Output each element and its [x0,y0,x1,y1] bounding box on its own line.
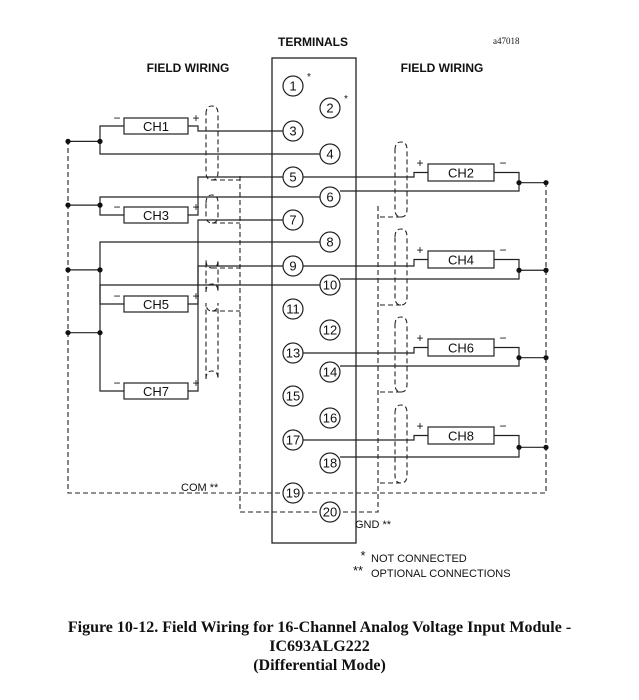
terminal-12: 12 [319,319,341,341]
figure-id: a47018 [493,36,520,46]
channel-ch7: CH7 [123,382,189,400]
terminal-2-asterisk: * [344,94,348,105]
svg-text:5: 5 [289,170,296,185]
plus-sign-ch4: + [416,243,423,257]
terminal-1-asterisk: * [307,72,311,83]
plus-sign-ch7: + [192,376,199,390]
svg-text:8: 8 [326,235,333,250]
minus-sign-ch2: − [499,156,506,170]
minus-sign-ch7: − [113,376,120,390]
channel-ch1: CH1 [123,117,189,135]
terminal-9: 9 [282,255,304,277]
svg-text:4: 4 [326,147,333,162]
terminal-11: 11 [282,298,304,320]
channel-label-ch6: CH6 [448,341,474,356]
channel-ch6: CH6 [427,338,495,357]
terminal-1: 1 [282,75,304,97]
svg-text:12: 12 [323,323,337,338]
channels-layer: CH1 − + CH3 − + CH5 − + CH7 − + CH2 + − CH4 + − CH6 + − CH8 + − [113,111,507,445]
terminal-8: 8 [319,231,341,253]
terminal-5: 5 [282,166,304,188]
svg-text:14: 14 [323,365,337,380]
dashed-buses [67,140,547,513]
minus-sign-ch6: − [499,331,506,345]
field-wiring-left-heading: FIELD WIRING [147,61,230,75]
svg-text:15: 15 [286,389,300,404]
junction-dots [65,138,549,450]
channel-label-ch2: CH2 [448,166,474,181]
minus-sign-ch4: − [499,243,506,257]
channel-label-ch4: CH4 [448,253,474,268]
channel-label-ch5: CH5 [143,297,169,312]
legend-not-connected-text: NOT CONNECTED [371,553,467,565]
plus-sign-ch2: + [416,156,423,170]
svg-text:10: 10 [323,278,337,293]
gnd-label: GND ** [355,519,392,531]
terminal-2: 2 [319,97,341,119]
legend-not-connected-symbol: * [360,548,365,563]
svg-text:7: 7 [289,213,296,228]
terminal-17: 17 [282,429,304,451]
legend-optional-text: OPTIONAL CONNECTIONS [371,568,511,580]
svg-text:16: 16 [323,411,337,426]
channel-label-ch1: CH1 [143,119,169,134]
minus-sign-ch8: − [499,419,506,433]
caption-line-1: Figure 10-12. Field Wiring for 16-Channe… [67,619,572,636]
svg-text:17: 17 [286,433,300,448]
svg-text:9: 9 [289,259,296,274]
channel-ch4: CH4 [427,250,495,269]
minus-sign-ch1: − [113,111,120,125]
caption-line-2: IC693ALG222 [269,638,370,655]
channel-ch3: CH3 [123,206,189,224]
terminal-16: 16 [319,407,341,429]
terminals-layer: 1 * 2 * 3 4 5 6 7 8 9 10 11 12 13 14 15 16 17 18 19 20 [282,72,348,523]
terminal-10: 10 [319,274,341,296]
com-label: COM ** [181,482,219,494]
channel-label-ch7: CH7 [143,384,169,399]
terminal-14: 14 [319,361,341,383]
plus-sign-ch5: + [192,289,199,303]
caption-line-3: (Differential Mode) [253,657,386,674]
legend-optional-symbol: ** [353,563,363,578]
plus-sign-ch3: + [192,200,199,214]
terminals-heading: TERMINALS [278,35,348,49]
terminal-15: 15 [282,385,304,407]
minus-sign-ch5: − [113,289,120,303]
svg-text:1: 1 [289,79,296,94]
plus-sign-ch1: + [192,111,199,125]
svg-text:3: 3 [289,124,296,139]
figure-caption: Figure 10-12. Field Wiring for 16-Channe… [0,618,639,675]
terminal-3: 3 [282,120,304,142]
channel-label-ch3: CH3 [143,208,169,223]
terminal-7: 7 [282,209,304,231]
svg-text:6: 6 [326,190,333,205]
terminal-4: 4 [319,143,341,165]
minus-sign-ch3: − [113,200,120,214]
channel-label-ch8: CH8 [448,429,474,444]
terminal-20: 20 [319,501,341,523]
svg-text:2: 2 [326,101,333,116]
terminal-19: 19 [282,482,304,504]
shields [205,105,408,484]
svg-text:19: 19 [286,486,300,501]
svg-text:11: 11 [286,302,300,317]
svg-text:13: 13 [286,346,300,361]
channel-ch5: CH5 [123,295,189,313]
plus-sign-ch8: + [416,419,423,433]
terminal-6: 6 [319,186,341,208]
channel-ch8: CH8 [427,426,495,445]
plus-sign-ch6: + [416,331,423,345]
terminal-block [271,57,357,544]
field-wiring-right-heading: FIELD WIRING [401,61,484,75]
terminal-13: 13 [282,342,304,364]
terminal-18: 18 [319,452,341,474]
svg-text:20: 20 [323,505,337,520]
channel-ch2: CH2 [427,163,495,182]
svg-text:18: 18 [323,456,337,471]
